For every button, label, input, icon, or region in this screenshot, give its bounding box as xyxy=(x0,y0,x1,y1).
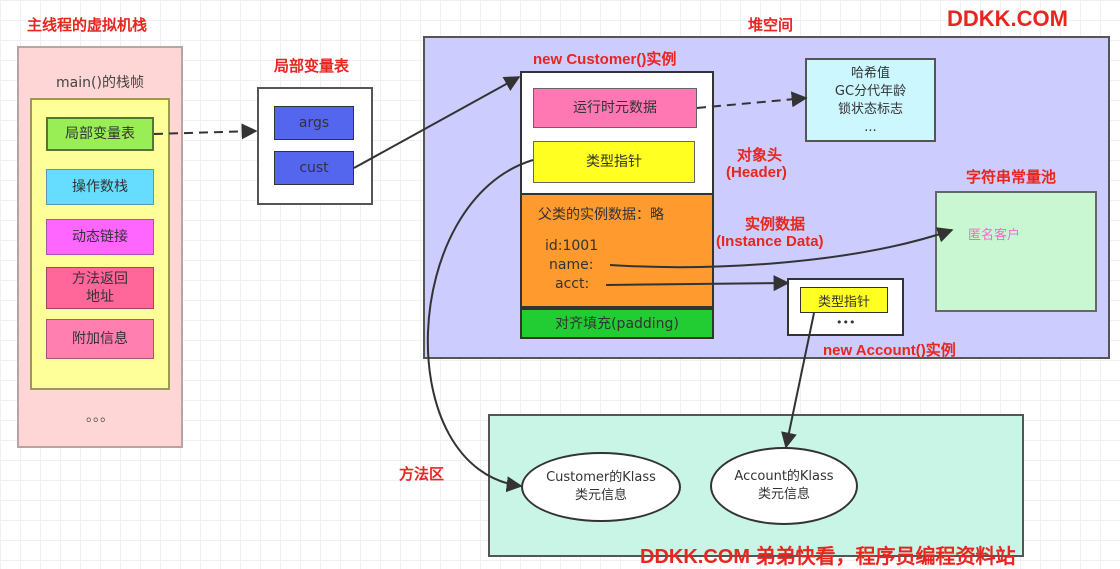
instance-data-label-en: (Instance Data) xyxy=(716,233,824,250)
stack-title: 主线程的虚拟机栈 xyxy=(27,17,148,34)
customer-instance-title: new Customer()实例 xyxy=(533,51,677,68)
local-vars-panel xyxy=(257,87,373,205)
stack-item-return-address[interactable]: 方法返回地址 xyxy=(46,267,154,309)
customer-type-pointer[interactable]: 类型指针 xyxy=(533,141,695,183)
instance-data-label-cn: 实例数据 xyxy=(745,216,806,233)
stack-item-local-vars[interactable]: 局部变量表 xyxy=(46,117,154,151)
account-ellipsis: ••• xyxy=(836,316,856,329)
stack-item-operand-stack[interactable]: 操作数栈 xyxy=(46,169,154,205)
parent-instance-data: 父类的实例数据：略 xyxy=(538,207,664,223)
stack-item-dynamic-link[interactable]: 动态链接 xyxy=(46,219,154,255)
account-type-pointer[interactable]: 类型指针 xyxy=(800,287,888,313)
customer-klass-name: Customer的Klass xyxy=(546,470,656,485)
header-label-cn: 对象头 xyxy=(737,147,783,164)
account-instance-title: new Account()实例 xyxy=(823,342,956,359)
string-pool-box[interactable] xyxy=(935,191,1097,312)
watermark-bottom: DDKK.COM 弟弟快看，程序员编程资料站 xyxy=(640,546,1016,568)
meta-lock-flag: 锁状态标志 xyxy=(837,102,903,117)
heap-title: 堆空间 xyxy=(748,17,794,34)
meta-hash: 哈希值 xyxy=(850,66,890,81)
string-pool-item: 匿名客户 xyxy=(968,228,1021,243)
meta-info-box[interactable]: 哈希值 GC分代年龄 锁状态标志 ... xyxy=(805,58,936,142)
string-pool-title: 字符串常量池 xyxy=(966,169,1057,186)
runtime-metadata[interactable]: 运行时元数据 xyxy=(533,88,697,128)
account-klass-name: Account的Klass xyxy=(734,469,834,484)
local-var-cust[interactable]: cust xyxy=(274,151,354,185)
padding-block[interactable]: 对齐填充(padding) xyxy=(520,308,714,339)
account-klass[interactable]: Account的Klass 类元信息 xyxy=(710,447,858,525)
local-vars-title: 局部变量表 xyxy=(274,58,350,75)
customer-klass-meta: 类元信息 xyxy=(574,488,627,503)
customer-klass[interactable]: Customer的Klass 类元信息 xyxy=(521,452,681,522)
frame-label: main()的栈帧 xyxy=(56,75,144,91)
field-acct: acct: xyxy=(555,276,590,292)
method-area-title: 方法区 xyxy=(399,466,445,483)
watermark-top: DDKK.COM xyxy=(947,6,1068,31)
field-id: id:1001 xyxy=(545,238,599,254)
stack-ellipsis: 。。。 xyxy=(86,409,114,425)
account-klass-meta: 类元信息 xyxy=(757,487,810,502)
stack-item-extra-info[interactable]: 附加信息 xyxy=(46,319,154,359)
field-name: name: xyxy=(549,257,594,273)
meta-more: ... xyxy=(864,120,877,135)
meta-gc-age: GC分代年龄 xyxy=(834,84,907,99)
local-var-args[interactable]: args xyxy=(274,106,354,140)
header-label-en: (Header) xyxy=(726,164,787,181)
